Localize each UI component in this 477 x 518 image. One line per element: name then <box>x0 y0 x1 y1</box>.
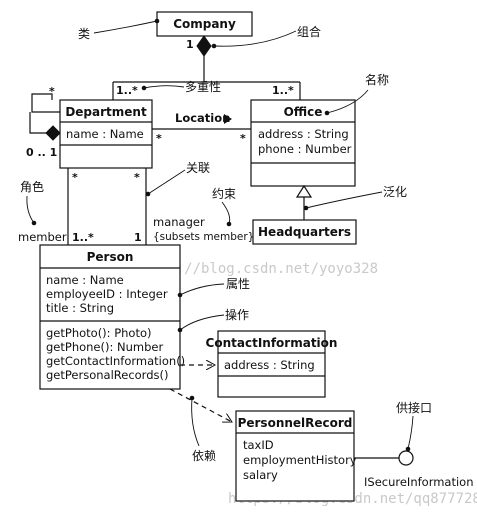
constraint-subsets: {subsets member} <box>153 231 254 243</box>
callout-dot-icon <box>177 292 183 298</box>
annotation-constraint: 约束 <box>212 186 236 227</box>
annotation-association: 关联 <box>145 161 210 197</box>
annotation-multiplicity: 多重性 <box>141 80 221 94</box>
class-headquarters: Headquarters <box>252 219 357 245</box>
mult-location-dept: * <box>156 132 162 145</box>
composition-diamond-company <box>112 35 301 100</box>
record-attr-1: taxID <box>243 438 274 452</box>
mult-manager: 1 <box>134 231 142 244</box>
class-office: Office address : String phone : Number <box>250 99 356 187</box>
role-manager: manager <box>153 215 205 229</box>
annotation-generalization: 泛化 <box>303 185 407 211</box>
class-person: Person name : Name employeeID : Integer … <box>39 244 185 390</box>
annotation-provided-interface-text: 供接口 <box>396 400 432 415</box>
mult-member: 1..* <box>72 231 94 244</box>
annotation-dependency-text: 依赖 <box>192 448 216 463</box>
class-company-name: Company <box>173 17 236 31</box>
annotation-composition: 组合 <box>211 24 321 49</box>
watermark-1: http://blog.csdn.net/yoyo328 <box>142 261 378 277</box>
department-attr: name : Name <box>66 127 144 141</box>
record-attr-3: salary <box>243 468 278 482</box>
annotation-attribute-text: 属性 <box>226 277 250 291</box>
interface-name: ISecureInformation <box>364 475 474 489</box>
callout-dot-icon <box>405 446 411 452</box>
callout-dot-icon <box>145 191 151 197</box>
office-attr-2: phone : Number <box>258 142 352 156</box>
contact-attr-1: address : String <box>224 358 315 372</box>
callout-dot-icon <box>177 327 183 333</box>
class-contact-information-name: ContactInformation <box>206 336 338 350</box>
annotation-generalization-text: 泛化 <box>383 185 407 199</box>
annotation-attribute: 属性 <box>177 277 250 298</box>
annotation-provided-interface: 供接口 <box>396 400 432 452</box>
callout-dot-icon <box>141 85 147 91</box>
callout-dot-icon <box>226 221 232 227</box>
generalization-arrow <box>295 184 313 220</box>
callout-dot-icon <box>303 205 309 211</box>
annotation-operation: 操作 <box>177 307 249 333</box>
mult-person-dept-left: * <box>72 171 78 184</box>
class-headquarters-name: Headquarters <box>258 225 351 239</box>
callout-dot-icon <box>189 395 195 401</box>
annotation-name-text: 名称 <box>365 72 389 87</box>
department-self-composition <box>29 93 61 141</box>
annotation-role: 角色 <box>20 180 44 226</box>
class-department: Department name : Name <box>59 99 153 169</box>
annotation-composition-text: 组合 <box>297 24 321 39</box>
mult-office-company: 1..* <box>272 84 294 97</box>
callout-dot-icon <box>211 43 217 49</box>
annotation-name: 名称 <box>324 72 389 116</box>
class-person-name: Person <box>87 250 134 264</box>
mult-location-office: * <box>240 132 246 145</box>
person-attr-3: title : String <box>46 301 114 315</box>
location-direction-icon <box>224 114 232 124</box>
annotation-operation-text: 操作 <box>225 307 249 322</box>
callout-dot-icon <box>154 18 160 24</box>
class-personnel-record-name: PersonnelRecord <box>238 416 353 430</box>
assoc-label-location: Location <box>175 111 230 125</box>
callout-dot-icon <box>324 110 330 116</box>
person-op-3: getContactInformation() <box>46 354 185 368</box>
annotation-dependency: 依赖 <box>189 395 216 463</box>
person-op-1: getPhoto(): Photo) <box>46 326 151 340</box>
class-department-name: Department <box>65 105 147 119</box>
dependency-personnel-record <box>169 388 232 422</box>
annotation-role-text: 角色 <box>20 180 44 194</box>
person-attr-1: name : Name <box>46 273 124 287</box>
annotation-class-text: 类 <box>78 27 90 41</box>
annotation-association-text: 关联 <box>186 161 210 175</box>
role-member: member <box>18 230 67 244</box>
mult-dept-self-01: 0 .. 1 <box>26 146 57 159</box>
class-company: Company <box>156 11 253 37</box>
person-op-4: getPersonalRecords() <box>46 368 168 382</box>
annotation-multiplicity-text: 多重性 <box>185 80 221 94</box>
interface-lollipop <box>354 450 414 466</box>
class-contact-information: ContactInformation address : String <box>206 330 338 398</box>
record-attr-2: employmentHistory <box>243 453 357 467</box>
person-op-2: getPhone(): Number <box>46 340 163 354</box>
mult-company: 1 <box>186 38 194 51</box>
mult-dept-self-star: * <box>49 85 55 98</box>
annotation-class: 类 <box>78 18 160 41</box>
mult-person-dept-right: * <box>134 171 140 184</box>
class-personnel-record: PersonnelRecord taxID employmentHistory … <box>235 410 357 502</box>
mult-dept-company: 1..* <box>116 84 138 97</box>
person-attr-2: employeeID : Integer <box>46 287 168 301</box>
callout-dot-icon <box>31 220 37 226</box>
annotation-constraint-text: 约束 <box>212 186 236 201</box>
office-attr-1: address : String <box>258 127 349 141</box>
class-office-name: Office <box>284 105 323 119</box>
